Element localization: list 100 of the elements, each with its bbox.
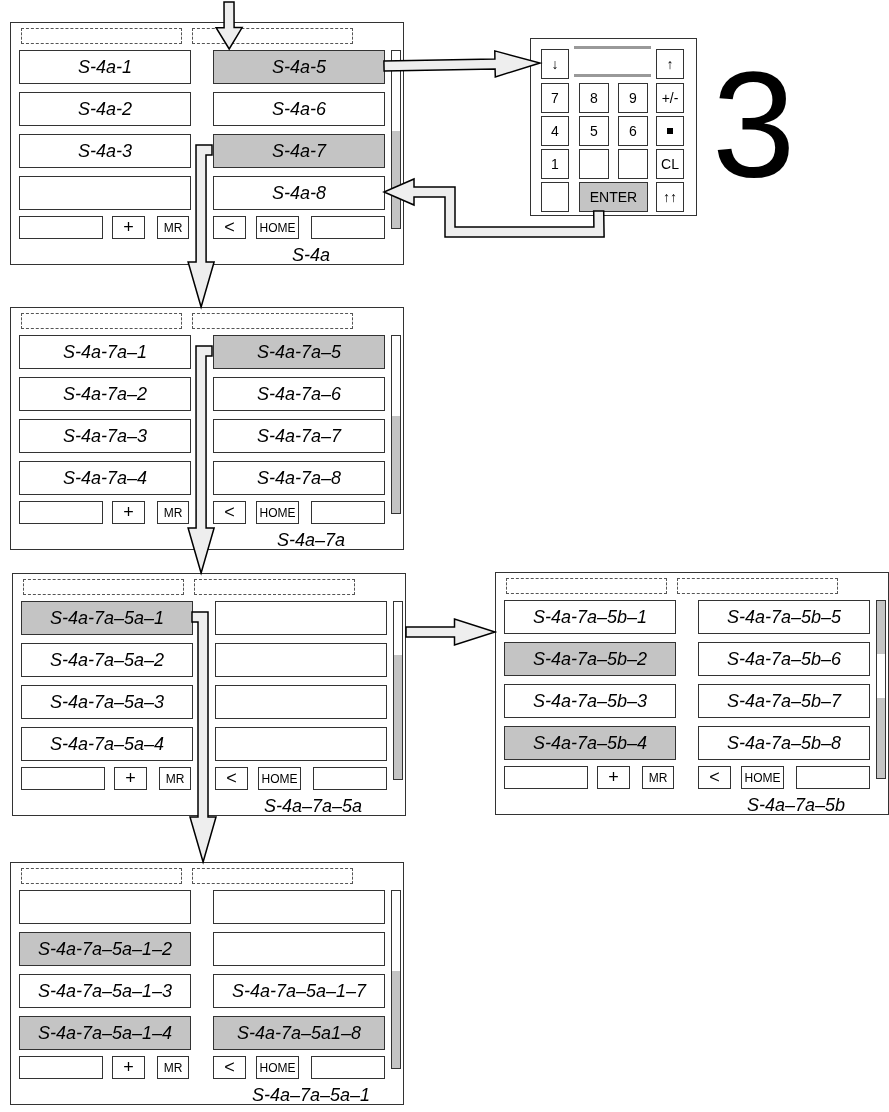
display-field <box>19 1056 103 1079</box>
menu-button: S-4a-7a–5a–1–3 <box>19 974 191 1008</box>
menu-button: S-4a-7a–6 <box>213 377 385 411</box>
control-button: HOME <box>256 1056 299 1079</box>
menu-button: S-4a-7a–5a–1–7 <box>213 974 385 1008</box>
keypad-key: 1 <box>541 149 569 179</box>
menu-button: S-4a-7a–5a1–8 <box>213 1016 385 1050</box>
scrollbar <box>391 890 401 1069</box>
scrollbar <box>391 335 401 514</box>
control-button: HOME <box>256 501 299 524</box>
tab-placeholder <box>677 578 838 594</box>
tab-placeholder <box>21 313 182 329</box>
control-button: HOME <box>256 216 299 239</box>
keypad-key: 4 <box>541 116 569 146</box>
scrollbar <box>393 601 403 780</box>
keypad-key: +/- <box>656 83 684 113</box>
figure-number: 3 <box>712 50 796 200</box>
display-field <box>19 216 103 239</box>
control-button: + <box>114 767 147 790</box>
control-button: < <box>213 501 246 524</box>
keypad-panel <box>530 38 697 216</box>
control-button: MR <box>159 767 191 790</box>
menu-button: S-4a-8 <box>213 176 385 210</box>
tab-placeholder <box>192 313 353 329</box>
menu-button <box>213 890 385 924</box>
keypad-key <box>541 182 569 212</box>
menu-button: S-4a-7a–4 <box>19 461 191 495</box>
display-field <box>313 767 387 790</box>
menu-button: S-4a-7a–1 <box>19 335 191 369</box>
menu-button: S-4a-7a–2 <box>19 377 191 411</box>
control-button: MR <box>157 501 189 524</box>
menu-button <box>215 727 387 761</box>
screen-title: S-4a–7a–5b <box>745 795 847 816</box>
keypad-key <box>656 116 684 146</box>
control-button: + <box>112 216 145 239</box>
menu-button: S-4a-7a–5a–1 <box>21 601 193 635</box>
menu-button: S-4a-7a–5a–2 <box>21 643 193 677</box>
menu-button: S-4a-7a–5a–1–2 <box>19 932 191 966</box>
screen-panel <box>12 573 406 816</box>
block-arrow <box>405 617 498 647</box>
keypad-key: 9 <box>618 83 648 113</box>
block-arrow <box>187 345 216 576</box>
keypad-key: CL <box>656 149 684 179</box>
display-field <box>796 766 870 789</box>
control-button: MR <box>157 216 189 239</box>
screen-panel <box>10 862 404 1105</box>
screen-panel <box>495 572 889 815</box>
screen-title: S-4a <box>291 245 331 266</box>
menu-button: S-4a-6 <box>213 92 385 126</box>
control-button: + <box>597 766 630 789</box>
menu-button: S-4a-7 <box>213 134 385 168</box>
control-button: HOME <box>258 767 301 790</box>
keypad-key: ↓ <box>541 49 569 79</box>
display-field <box>504 766 588 789</box>
menu-button <box>215 601 387 635</box>
display-field <box>311 501 385 524</box>
keypad-key: 8 <box>579 83 609 113</box>
keypad-key <box>579 149 609 179</box>
menu-button: S-4a-7a–5b–2 <box>504 642 676 676</box>
menu-button <box>19 890 191 924</box>
tab-placeholder <box>23 579 184 595</box>
display-field <box>311 216 385 239</box>
keypad-key: 6 <box>618 116 648 146</box>
control-button: HOME <box>741 766 784 789</box>
control-button: + <box>112 1056 145 1079</box>
menu-button: S-4a-7a–5 <box>213 335 385 369</box>
menu-button: S-4a-1 <box>19 50 191 84</box>
display-field <box>19 501 103 524</box>
keypad-key: 7 <box>541 83 569 113</box>
menu-button: S-4a-7a–5b–7 <box>698 684 870 718</box>
menu-button: S-4a-7a–5b–5 <box>698 600 870 634</box>
menu-button <box>19 176 191 210</box>
screen-panel <box>10 22 404 265</box>
menu-button: S-4a-7a–5b–3 <box>504 684 676 718</box>
menu-button: S-4a-7a–5a–4 <box>21 727 193 761</box>
screen-title: S-4a–7a–5a–1 <box>250 1085 372 1106</box>
tab-placeholder <box>21 28 182 44</box>
display-field <box>21 767 105 790</box>
menu-button: S-4a-7a–5a–1–4 <box>19 1016 191 1050</box>
keypad-key: ENTER <box>579 182 648 212</box>
control-button: + <box>112 501 145 524</box>
block-arrow <box>382 177 605 238</box>
tab-placeholder <box>21 868 182 884</box>
screen-panel <box>10 307 404 550</box>
block-arrow <box>383 49 543 78</box>
menu-button: S-4a-7a–8 <box>213 461 385 495</box>
block-arrow <box>187 144 216 310</box>
screen-title: S-4a–7a <box>275 530 347 551</box>
control-button: < <box>213 216 246 239</box>
display-field <box>311 1056 385 1079</box>
menu-button: S-4a-7a–3 <box>19 419 191 453</box>
menu-button: S-4a-7a–7 <box>213 419 385 453</box>
block-arrow <box>189 611 217 865</box>
menu-button <box>213 932 385 966</box>
tab-placeholder <box>506 578 667 594</box>
menu-button: S-4a-2 <box>19 92 191 126</box>
menu-button: S-4a-7a–5a–3 <box>21 685 193 719</box>
menu-button <box>215 685 387 719</box>
menu-button: S-4a-5 <box>213 50 385 84</box>
screen-title: S-4a–7a–5a <box>262 796 364 817</box>
